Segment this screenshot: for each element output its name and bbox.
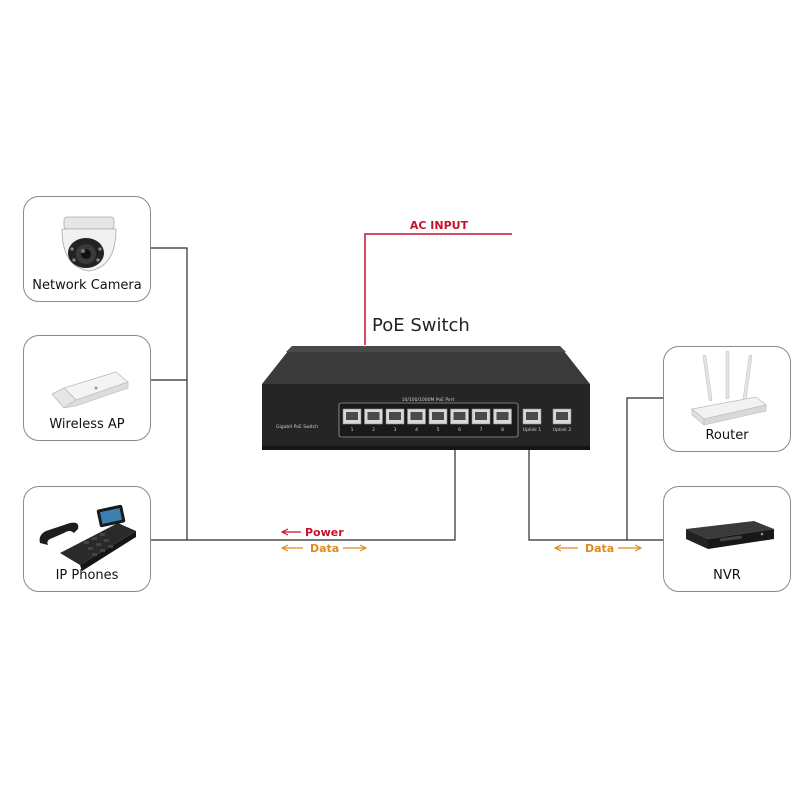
poe-port-4-label: 4 [415, 427, 418, 433]
device-label-nvr: NVR [713, 568, 741, 583]
poe-port-4[interactable]: 4 [407, 408, 426, 433]
poe-ports: 1 2 3 4 5 6 7 8 [342, 408, 512, 433]
poe-port-1[interactable]: 1 [342, 408, 362, 433]
right-bus-line [528, 450, 663, 541]
poe-port-8[interactable]: 8 [493, 408, 512, 433]
ip-phone-icon [39, 504, 136, 571]
router-link [626, 397, 663, 540]
device-label-wireless-ap: Wireless AP [49, 417, 125, 432]
uplink-port-2[interactable]: Uplink 2 [552, 408, 572, 433]
nvr-icon [686, 521, 774, 549]
wireless-ap-icon [51, 371, 129, 409]
ac-input-label: AC INPUT [410, 219, 469, 232]
device-card-network-camera[interactable]: Network Camera [23, 196, 151, 302]
poe-port-6[interactable]: 6 [450, 408, 469, 433]
left-bus-line [150, 247, 188, 540]
uplink-port-1-label: Uplink 1 [523, 427, 542, 433]
device-label-network-camera: Network Camera [32, 278, 142, 293]
poe-switch: Gigabit PoE Switch 10/100/1000M PoE Port… [262, 346, 590, 450]
poe-port-7-label: 7 [480, 427, 483, 433]
device-card-ip-phones[interactable]: IP Phones [23, 486, 151, 592]
device-card-wireless-ap[interactable]: Wireless AP [23, 335, 151, 441]
uplink-port-1[interactable]: Uplink 1 [522, 408, 542, 433]
device-card-nvr[interactable]: NVR [663, 486, 791, 592]
poe-port-1-label: 1 [351, 427, 354, 433]
device-label-ip-phones: IP Phones [55, 568, 119, 583]
device-card-router[interactable]: Router [663, 346, 791, 452]
poe-port-5[interactable]: 5 [428, 408, 448, 433]
uplink-ports: Uplink 1 Uplink 2 [522, 408, 572, 433]
poe-port-3-label: 3 [394, 427, 397, 433]
poe-port-2[interactable]: 2 [364, 408, 383, 433]
data-label-left: Data [310, 542, 339, 555]
device-label-router: Router [705, 428, 749, 443]
router-icon [691, 350, 767, 426]
uplink-port-2-label: Uplink 2 [553, 427, 572, 433]
data-label-right: Data [585, 542, 614, 555]
ac-input-line [364, 233, 512, 345]
power-label: Power [305, 526, 344, 539]
poe-port-3[interactable]: 3 [385, 408, 405, 433]
poe-port-6-label: 6 [458, 427, 461, 433]
poe-port-7[interactable]: 7 [471, 408, 491, 433]
dome-camera-icon [61, 216, 117, 272]
poe-port-8-label: 8 [501, 427, 504, 433]
port-group-text: 10/100/1000M PoE Port [402, 397, 455, 403]
switch-brand-text: Gigabit PoE Switch [276, 424, 318, 430]
ip-phones-link [150, 450, 456, 541]
poe-port-5-label: 5 [437, 427, 440, 433]
poe-port-2-label: 2 [372, 427, 375, 433]
diagram-title: PoE Switch [372, 315, 470, 336]
